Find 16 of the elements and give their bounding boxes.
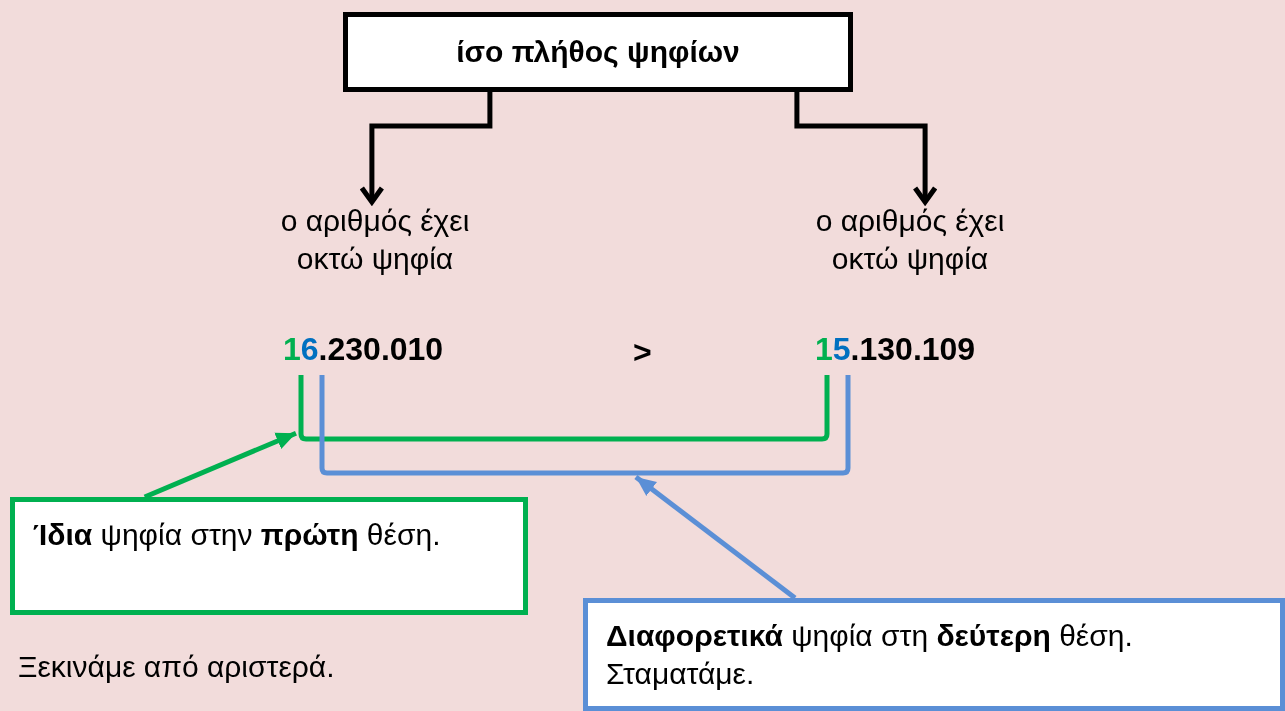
description-text: ο αριθμός έχει οκτώ ψηφία: [245, 202, 505, 278]
description-text: ο αριθμός έχει οκτώ ψηφία: [780, 202, 1040, 278]
bracket: [296, 372, 832, 444]
number-text: 16.230.010: [283, 331, 444, 368]
callout-text: Διαφορετικά ψηφία στη δεύτερη θέση. Σταματάμε.: [606, 618, 1134, 692]
arrow: [794, 92, 938, 205]
callout-box: [583, 598, 1285, 711]
arrow: [359, 92, 493, 205]
note-text: Ξεκινάμε από αριστερά.: [18, 650, 335, 684]
comparison-sign: >: [633, 334, 652, 371]
callout-text: Ίδια ψηφία στην πρώτη θέση.: [33, 517, 442, 553]
arrow: [634, 475, 797, 600]
number-text: 15.130.109: [815, 331, 976, 368]
bracket: [317, 372, 853, 477]
callout-box: [10, 497, 528, 615]
heading-box: ίσο πλήθος ψηφίων: [343, 12, 853, 92]
